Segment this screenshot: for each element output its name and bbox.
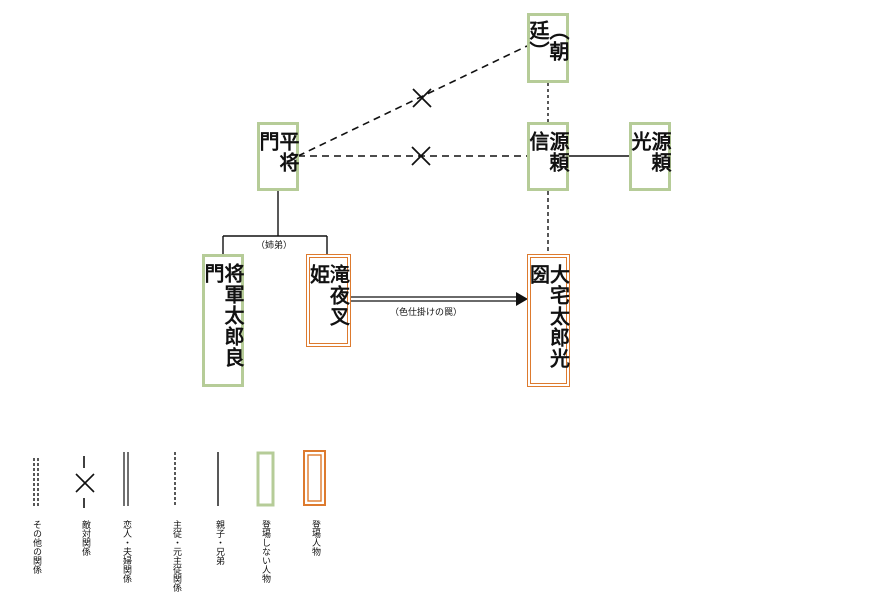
legend-text-lover: 恋人・夫婦関係 xyxy=(121,520,131,583)
node-ooya-tarou-mitsukuni: 大宅太郎光圀 xyxy=(526,254,571,387)
lover-arrow-head xyxy=(516,292,528,306)
legend-text-parent: 親子・兄弟 xyxy=(214,520,224,565)
legend-symbol-other xyxy=(33,458,39,506)
enemy-line-court xyxy=(297,45,528,157)
node-shougun-tarou-yoshikado: 将軍太郎良門 xyxy=(201,254,245,387)
node-takiyasha-hime-label: 滝夜叉姫 xyxy=(306,264,351,327)
node-ooya-tarou-mitsukuni-label: 大宅太郎光圀 xyxy=(526,264,571,369)
legend-symbol-lover xyxy=(123,452,129,506)
legend-text-other: その他の関係 xyxy=(31,520,41,574)
node-minamoto-yorinobu: 源頼信 xyxy=(526,122,570,191)
legend-text-not-appearing: 登場しない人物 xyxy=(260,520,270,583)
legend-symbol-enemy xyxy=(75,456,95,508)
legend-text-appearing: 登場人物 xyxy=(310,520,320,556)
node-taira-masakado: 平将門 xyxy=(256,122,300,191)
legend-symbol-appearing-inner xyxy=(307,454,322,502)
legend-text-enemy: 敵対関係 xyxy=(80,520,90,556)
enemy-x-mark-lower xyxy=(411,146,431,166)
node-minamoto-yorinobu-label: 源頼信 xyxy=(526,131,570,173)
label-siblings: （姉弟） xyxy=(256,241,293,251)
node-minamoto-yorimitsu-label: 源頼光 xyxy=(628,131,672,173)
legend-symbol-not-appearing xyxy=(256,451,275,507)
enemy-x-mark-upper xyxy=(412,88,432,108)
node-takiyasha-hime: 滝夜叉姫 xyxy=(306,254,351,347)
node-minamoto-yorimitsu: 源頼光 xyxy=(628,122,672,191)
node-court-label: （朝廷） xyxy=(526,20,570,62)
node-taira-masakado-label: 平将門 xyxy=(256,131,300,173)
legend-text-master: 主従・元主従関係 xyxy=(171,520,181,592)
node-shougun-tarou-yoshikado-label: 将軍太郎良門 xyxy=(201,263,245,368)
node-court: （朝廷） xyxy=(526,13,570,83)
label-honey-trap: （色仕掛けの罠） xyxy=(390,308,463,318)
